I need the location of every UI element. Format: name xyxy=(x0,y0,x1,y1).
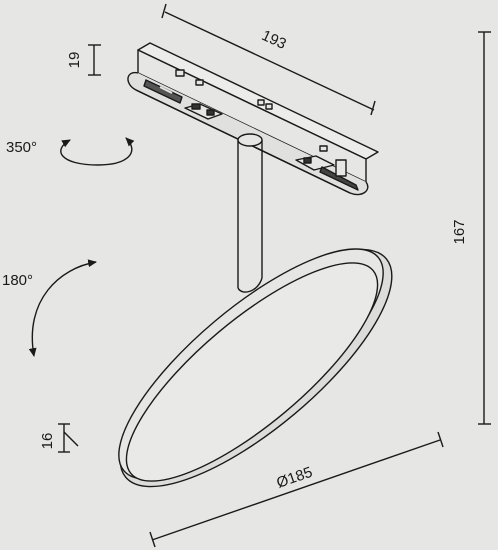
label-total-height: 167 xyxy=(451,219,468,244)
rotation-arrow-vertical xyxy=(28,259,97,357)
label-rotation-horizontal: 350° xyxy=(6,139,37,156)
rotation-arrow-horizontal xyxy=(60,137,135,166)
dim-total-height xyxy=(478,31,491,425)
label-rail-height: 19 xyxy=(66,52,83,69)
disc-luminaire xyxy=(118,248,393,488)
stem xyxy=(237,133,263,293)
label-disc-diameter: Ø185 xyxy=(274,464,314,492)
dim-rail-height xyxy=(88,44,101,76)
track-adapter xyxy=(127,42,379,196)
connector-center xyxy=(184,99,273,120)
label-rotation-vertical: 180° xyxy=(2,272,33,289)
connector-right xyxy=(295,145,359,191)
dim-disc-diameter xyxy=(149,431,444,548)
label-rail-length: 193 xyxy=(259,27,289,53)
connector-left xyxy=(143,69,204,104)
label-disc-thickness: 16 xyxy=(39,433,56,450)
dim-disc-thickness xyxy=(58,423,79,453)
dim-rail-length xyxy=(161,3,376,116)
